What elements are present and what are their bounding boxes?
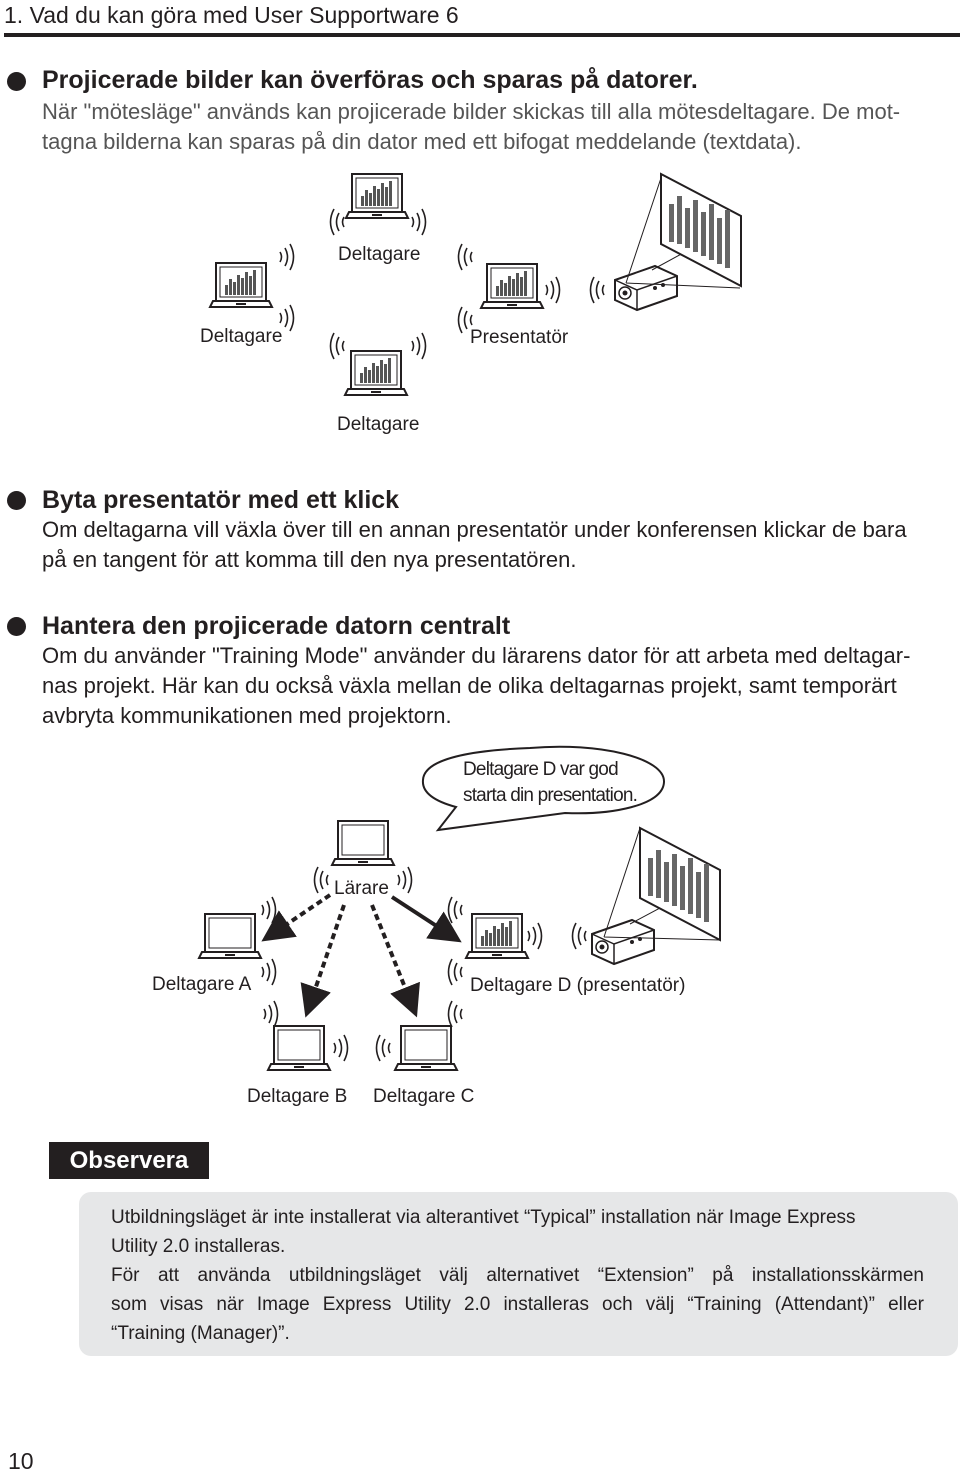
note-box — [79, 1192, 958, 1356]
section2-line2: på en tangent för att komma till den nya… — [42, 547, 577, 572]
section1-heading: Projicerade bilder kan överföras och spa… — [42, 66, 698, 94]
note-title: Observera — [49, 1142, 209, 1179]
diagram1-projector-icon — [614, 265, 678, 311]
diagram2-label-participant-a: Deltagare A — [152, 974, 252, 995]
note-line1: Utbildningsläget är inte installerat via… — [111, 1207, 856, 1228]
diagram1-laptop-bottom — [344, 350, 408, 396]
diagram2-laptop-c — [394, 1025, 458, 1071]
speech-bubble — [421, 745, 666, 832]
section3-heading: Hantera den projicerade datorn centralt — [42, 612, 511, 640]
diagram1-label-participant-left: Deltagare — [200, 326, 283, 347]
note-line3: För att använda utbildningsläget välj al… — [111, 1265, 924, 1286]
diagram2-label-teacher: Lärare — [334, 878, 389, 899]
diagram2-laptop-a — [198, 913, 262, 959]
note-text: Utbildningsläget är inte installerat via… — [111, 1203, 924, 1348]
note-line2: Utility 2.0 installeras. — [111, 1236, 286, 1257]
diagram1-label-participant-bottom: Deltagare — [337, 414, 420, 435]
section2-line1: Om deltagarna vill växla över till en an… — [42, 517, 907, 542]
section1-line1: När "mötesläge" används kan projicerade … — [42, 99, 901, 124]
diagram2-laptop-b — [267, 1025, 331, 1071]
section3-line3: avbryta kommunikationen med projektorn. — [42, 703, 452, 728]
diagram2-label-participant-b: Deltagare B — [247, 1086, 348, 1107]
speech-bubble-line1: Deltagare D var god — [463, 759, 619, 780]
diagram1-laptop-left — [209, 262, 273, 308]
page-header-title: 1. Vad du kan göra med User Supportware … — [4, 2, 459, 28]
diagram1-laptop-presenter — [480, 263, 544, 309]
section3-line2: nas projekt. Här kan du också växla mell… — [42, 673, 897, 698]
diagram2-projector-icon — [591, 919, 655, 965]
note-line5: “Training (Manager)”. — [111, 1323, 290, 1344]
diagram2-label-participant-d: Deltagare D (presentatör) — [470, 975, 686, 996]
page-number: 10 — [8, 1448, 34, 1474]
diagram1-label-participant-top: Deltagare — [338, 244, 421, 265]
diagram2-screen-icon — [639, 827, 721, 941]
diagram1-laptop-top — [345, 173, 409, 219]
speech-bubble-line2: starta din presentation. — [463, 785, 638, 806]
diagram1-screen-icon — [660, 173, 742, 287]
diagram2-label-participant-c: Deltagare C — [373, 1086, 475, 1107]
diagram2-arrows — [261, 893, 462, 1018]
diagram2-laptop-teacher — [331, 820, 395, 866]
bullet-icon — [7, 617, 26, 636]
diagram2-laptop-d — [465, 913, 529, 959]
diagram1-label-presenter: Presentatör — [470, 327, 569, 348]
bullet-icon — [7, 491, 26, 510]
bullet-icon — [7, 72, 26, 91]
note-line4: som visas när Image Express Utility 2.0 … — [111, 1294, 924, 1315]
section1-line2: tagna bilderna kan sparas på din dator m… — [42, 129, 802, 154]
section3-line1: Om du använder "Training Mode" använder … — [42, 643, 911, 668]
section2-heading: Byta presentatör med ett klick — [42, 486, 400, 514]
header-rule — [4, 33, 960, 37]
